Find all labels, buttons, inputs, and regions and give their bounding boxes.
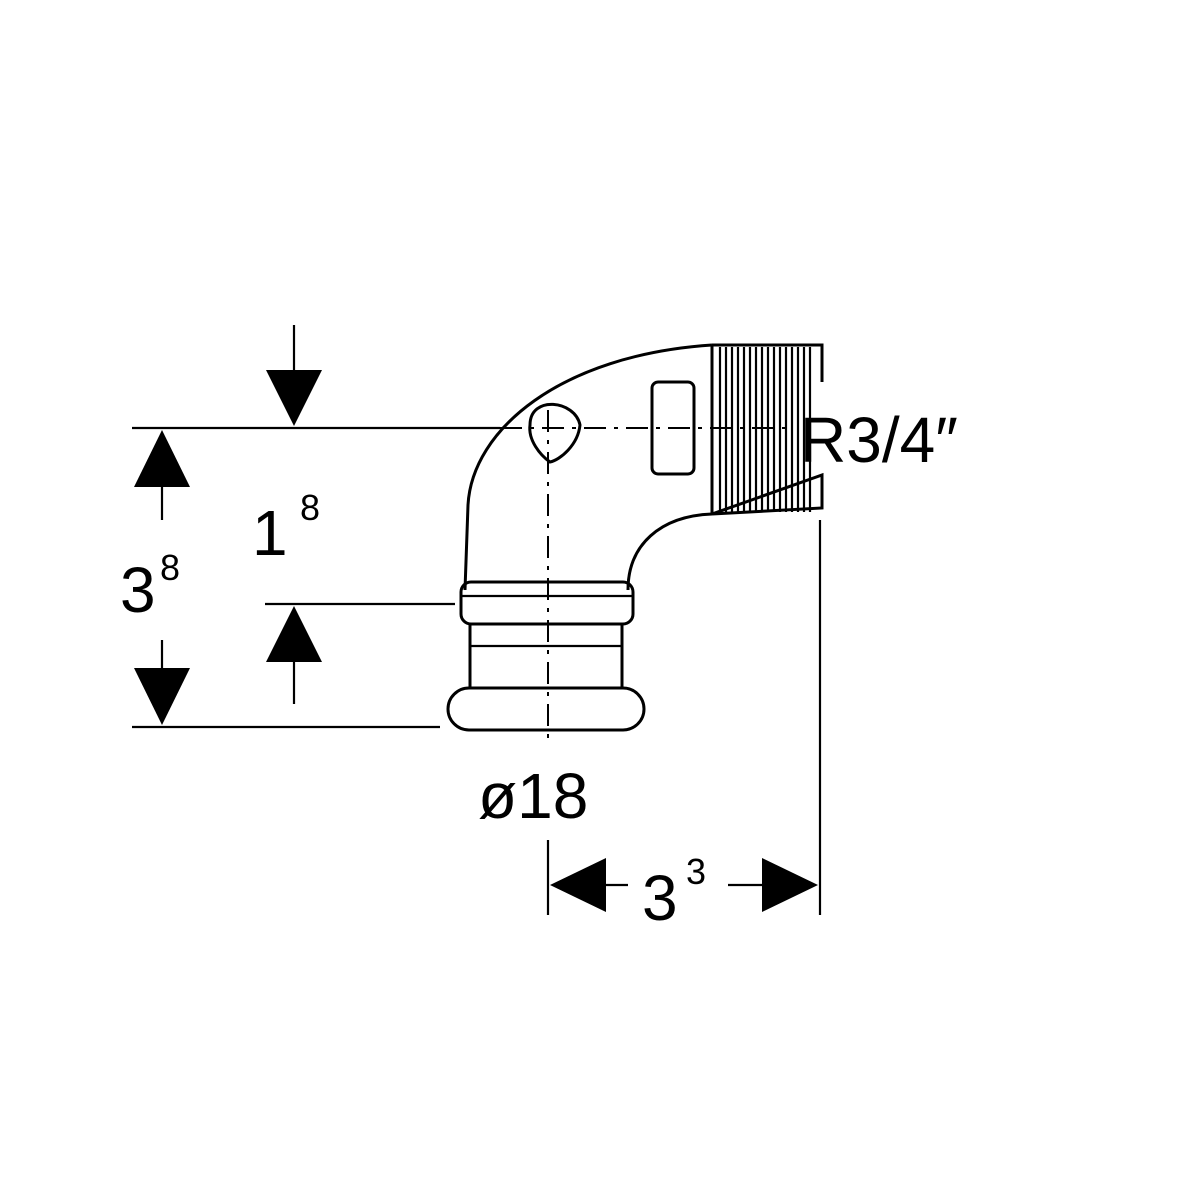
socket-depth-superscript: 8 (300, 487, 320, 528)
threaded-end (710, 343, 824, 516)
arrow-up-icon (266, 606, 322, 662)
elbow-fitting (446, 343, 824, 732)
dimension-socket-depth: 1 8 (252, 325, 322, 704)
arrow-left-icon (550, 858, 606, 912)
arrow-down-icon (266, 370, 322, 426)
overall-height-superscript: 8 (160, 547, 180, 588)
horizontal-length-value: 3 (642, 862, 678, 934)
socket-body (468, 624, 624, 688)
elbow-outer-contour (463, 343, 713, 591)
elbow-inner-contour (626, 512, 713, 591)
overall-height-value: 3 (120, 554, 156, 626)
arrow-right-icon (762, 858, 818, 912)
inspection-window (650, 380, 696, 476)
socket-depth-value: 1 (252, 497, 288, 569)
dimension-horizontal-length: 3 3 (550, 851, 818, 934)
horizontal-length-superscript: 3 (686, 851, 706, 892)
socket-flange (446, 686, 646, 732)
id-nub (528, 402, 582, 464)
thread-size-label: R3/4″ (800, 404, 958, 476)
dimension-overall-height: 3 8 (120, 430, 190, 725)
arrow-up-icon (134, 430, 190, 487)
diameter-label: ø18 (478, 760, 588, 832)
arrow-down-icon (134, 668, 190, 725)
